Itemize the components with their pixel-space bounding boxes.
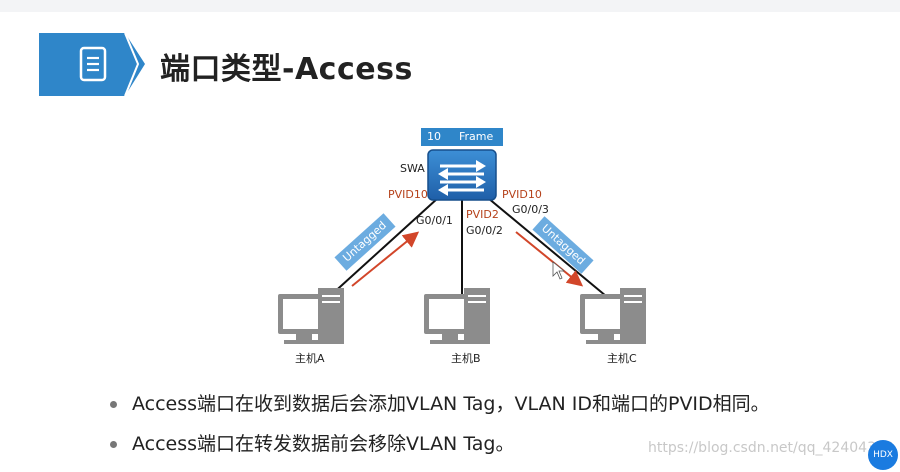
bullet-dot xyxy=(110,441,117,448)
frame-vlan-id: 10 xyxy=(427,130,441,143)
host-a-label: 主机A xyxy=(295,352,325,365)
bullet-item: Access端口在转发数据前会移除VLAN Tag。 xyxy=(108,432,770,472)
frame-text: Frame xyxy=(459,130,494,143)
page-title: 端口类型-Access xyxy=(160,52,413,87)
top-strip xyxy=(0,0,900,12)
vlan-frame-box: 10 Frame xyxy=(421,128,503,146)
host-c-label: 主机C xyxy=(607,352,637,365)
port-mid-pvid: PVID2 xyxy=(466,208,499,221)
port-right-pvid: PVID10 xyxy=(502,188,542,201)
switch-name-label: SWA xyxy=(400,162,425,175)
bullet-text: Access端口在收到数据后会添加VLAN Tag，VLAN ID和端口的PVI… xyxy=(132,393,770,415)
watermark: https://blog.csdn.net/qq_42404383 xyxy=(648,440,894,456)
cursor-icon xyxy=(552,261,566,280)
corner-badge[interactable]: HDX xyxy=(868,440,898,470)
link-right xyxy=(487,197,607,297)
bullet-text: Access端口在转发数据前会移除VLAN Tag。 xyxy=(132,433,515,455)
link-left xyxy=(329,197,439,297)
pc-b-icon xyxy=(424,288,490,344)
arrow-right-down xyxy=(515,231,584,287)
port-mid-name: G0/0/2 xyxy=(466,224,503,237)
title-badge-edge xyxy=(124,33,140,96)
port-right-name: G0/0/3 xyxy=(512,203,549,216)
document-icon xyxy=(79,46,107,82)
port-left-name: G0/0/1 xyxy=(416,214,453,227)
bullet-dot xyxy=(110,401,117,408)
port-left-pvid: PVID10 xyxy=(388,188,428,201)
pc-a-icon xyxy=(278,288,344,344)
arrow-left-up xyxy=(351,231,420,287)
bullet-item: Access端口在收到数据后会添加VLAN Tag，VLAN ID和端口的PVI… xyxy=(108,392,770,432)
pc-c-icon xyxy=(580,288,646,344)
bullet-list: Access端口在收到数据后会添加VLAN Tag，VLAN ID和端口的PVI… xyxy=(108,392,770,472)
host-b-label: 主机B xyxy=(451,352,481,365)
switch-icon xyxy=(427,149,497,201)
